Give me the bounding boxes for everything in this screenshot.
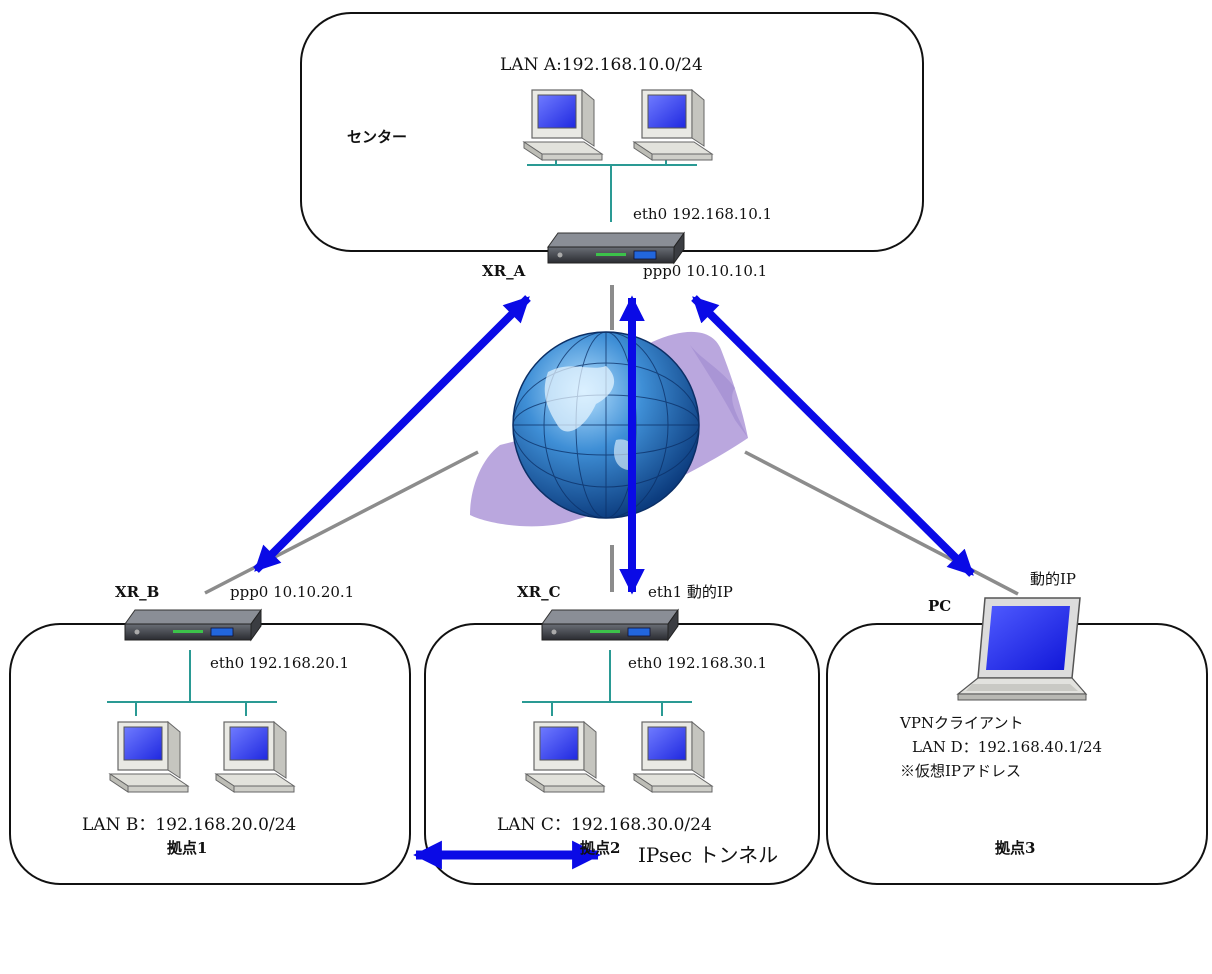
site1-lan-label: LAN B：192.168.20.0/24 [82,815,296,835]
site3-title: 拠点3 [995,839,1035,857]
center-ppp0-label: ppp0 10.10.10.1 [643,262,767,280]
xr-b-label: XR_B [115,583,159,601]
site2-eth1-label: eth1 動的IP [648,583,733,601]
site2-lan-label: LAN C：192.168.30.0/24 [497,815,712,835]
laptop-icon [956,597,1088,701]
xr-c-label: XR_C [517,583,561,601]
site1-title: 拠点1 [167,839,207,857]
pc-ip-label: 動的IP [1030,570,1076,588]
site1-eth0-label: eth0 192.168.20.1 [210,654,349,672]
tunnel-a-pc [691,295,975,577]
site2-title: 拠点2 [580,839,620,857]
center-title: センター [347,128,407,146]
site1-ppp0-label: ppp0 10.10.20.1 [230,583,354,601]
pc-icon [109,721,189,793]
pc-icon [525,721,605,793]
router-icon [541,609,679,641]
wan-line-b [204,450,479,595]
router-icon [124,609,262,641]
virtual-ip-note: ※仮想IPアドレス [900,762,1021,780]
router-icon [547,232,685,264]
site2-lan [522,650,692,716]
pc-icon [633,721,713,793]
internet-globe-icon [512,331,700,519]
tunnel-a-b [253,295,531,573]
pc-icon [215,721,295,793]
pc-label: PC [928,597,951,615]
center-lan-label: LAN A:192.168.10.0/24 [500,55,703,75]
site3-lan-label: LAN D：192.168.40.1/24 [912,738,1102,756]
xr-a-label: XR_A [482,262,526,280]
pc-icon [523,89,603,161]
legend-label: IPsec トンネル [638,843,778,867]
ipsec-tunnels [253,295,975,595]
vpn-client-label: VPNクライアント [899,714,1023,732]
center-eth0-label: eth0 192.168.10.1 [633,205,772,223]
wan-line-pc [744,450,1019,596]
site1-lan [107,650,277,716]
site2-eth0-label: eth0 192.168.30.1 [628,654,767,672]
pc-icon [633,89,713,161]
